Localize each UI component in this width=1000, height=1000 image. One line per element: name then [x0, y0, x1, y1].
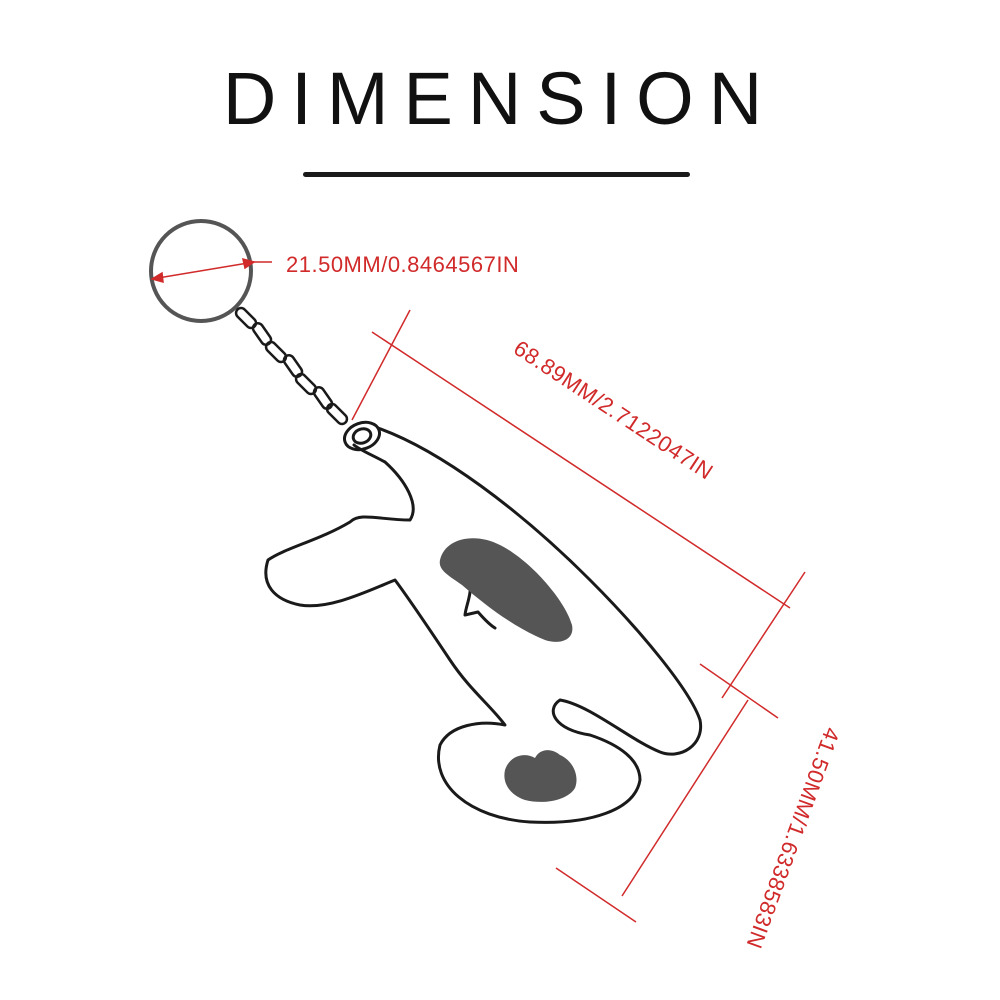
width-dimension	[555, 663, 779, 923]
lower-dark-shape	[504, 750, 577, 802]
page-title: DIMENSION	[222, 57, 778, 140]
width-label: 41.50MM/1.6338583IN	[741, 724, 844, 952]
keychain-body	[264, 420, 703, 824]
ring-diameter-label: 21.50MM/0.8464567IN	[286, 252, 519, 277]
title-underline	[303, 172, 690, 177]
chain	[234, 306, 349, 426]
length-dimension	[351, 309, 806, 699]
upper-dark-shape	[439, 538, 573, 642]
ring-dimension	[150, 257, 272, 284]
body-outline	[264, 426, 703, 824]
length-label: 68.89MM/2.7122047IN	[509, 335, 718, 484]
key-ring	[149, 219, 253, 323]
